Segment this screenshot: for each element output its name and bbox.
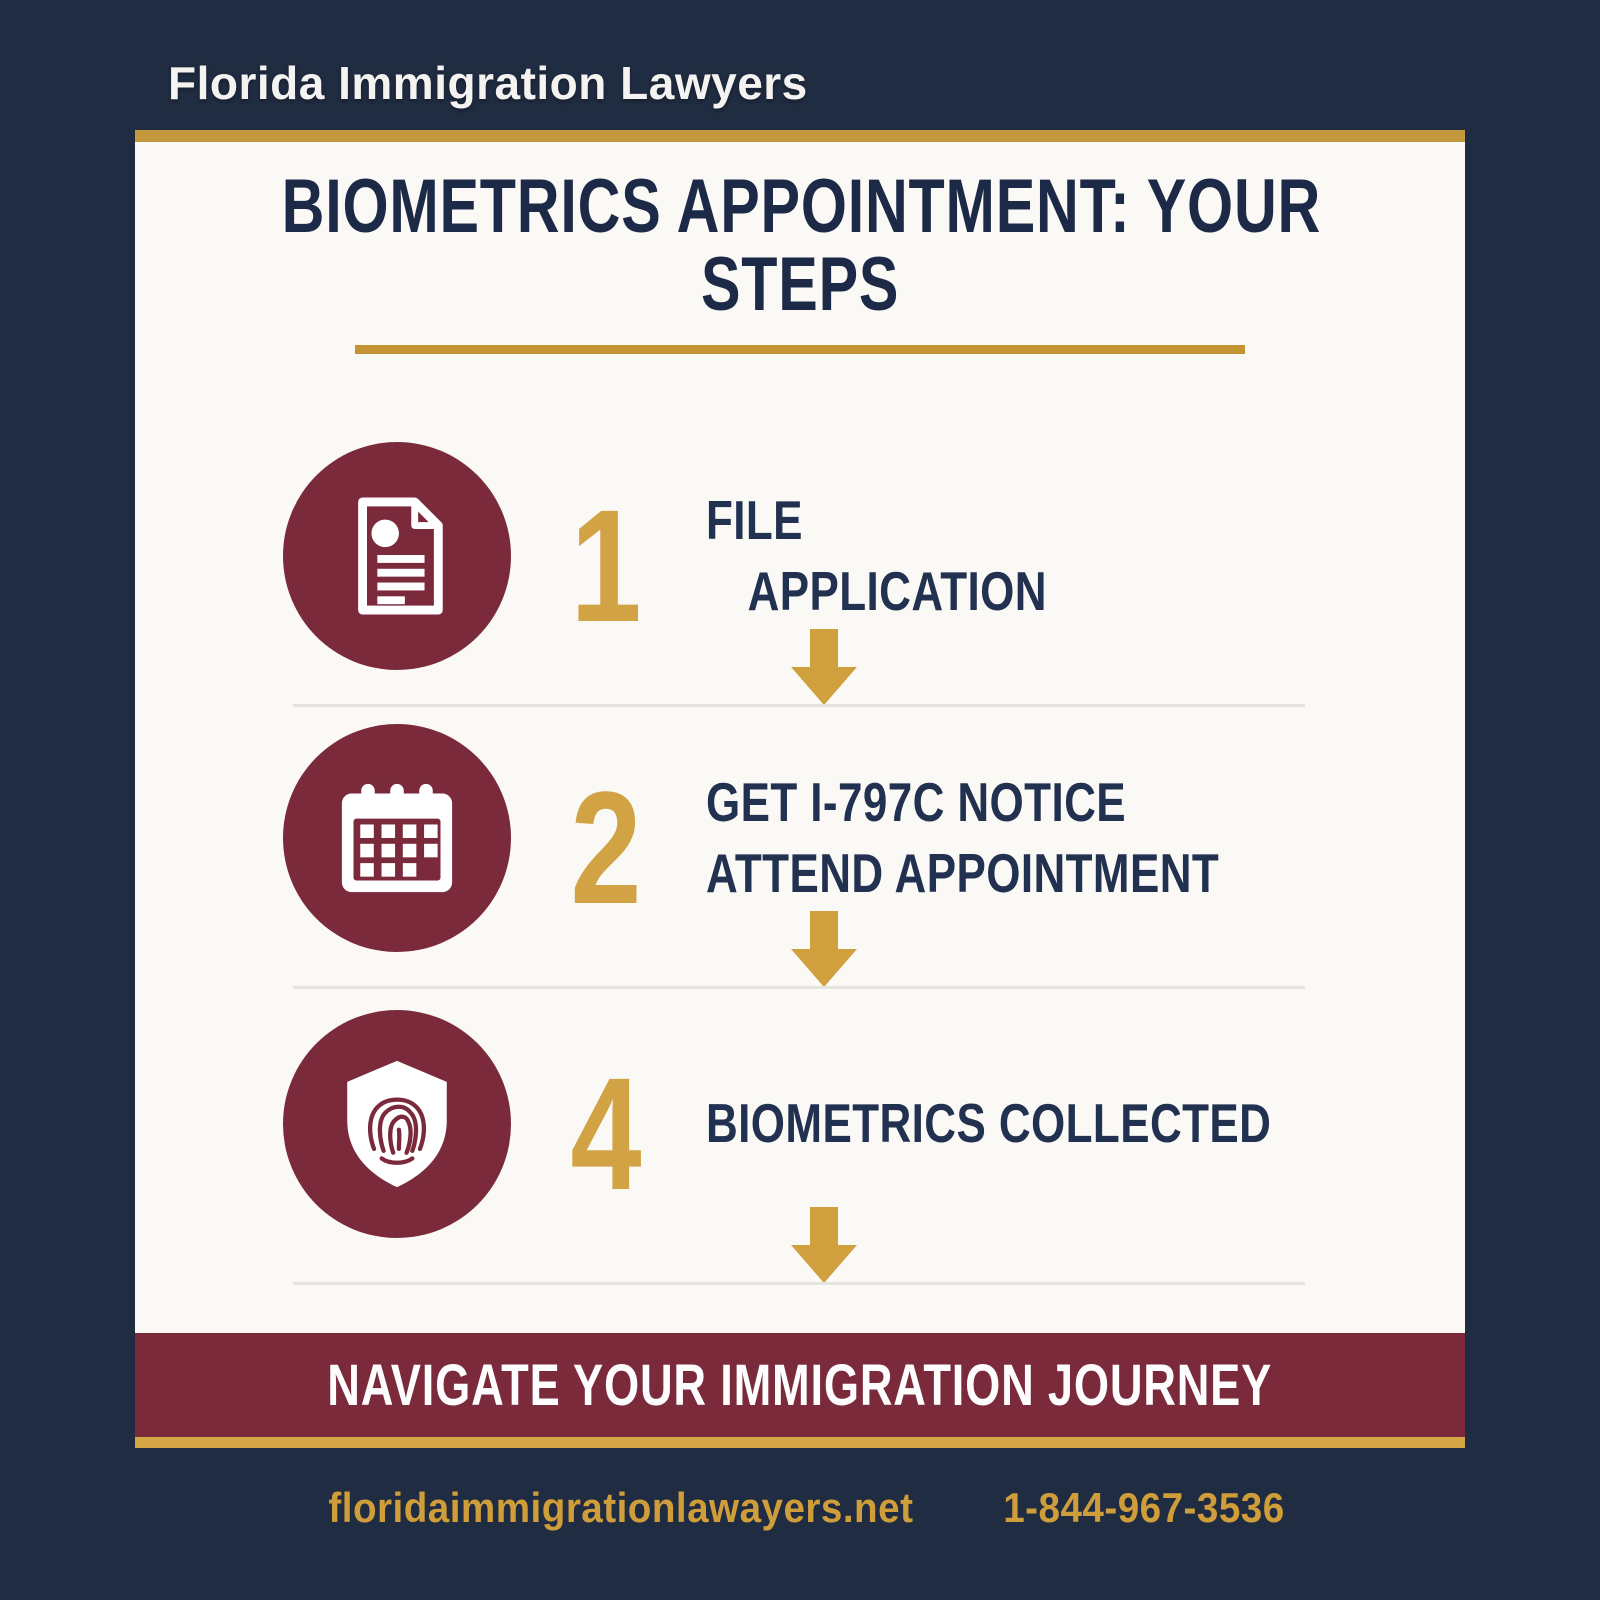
card-bottom-gold-bar [135,1437,1465,1448]
brand-title: Florida Immigration Lawyers [168,57,808,109]
step-1-row: 1 FILE APPLICATION [283,442,1132,670]
step-divider [293,1282,1305,1285]
footer-contact: floridaimmigrationlawayers.net 1-844-967… [0,1484,1600,1532]
card-body: BIOMETRICS APPOINTMENT: YOUR STEPS [135,142,1465,1333]
step-3-label: BIOMETRICS COLLECTED [706,1088,1271,1160]
step-2-label-line-2: ATTEND APPOINTMENT [706,842,1220,904]
down-arrow-icon [791,1207,857,1283]
step-2-row: 2 GET I-797C NOTICE ATTEND APPOINTMENT [283,724,1347,952]
step-2-label-line-1: GET I-797C NOTICE [706,770,1126,833]
step-2-icon-circle [283,724,511,952]
step-1-icon-circle [283,442,511,670]
page-title-line-1: BIOMETRICS APPOINTMENT: YOUR [281,164,1322,249]
document-icon [358,497,443,615]
step-1-label-line-1: FILE [706,488,803,551]
step-3-icon-circle [283,1010,511,1238]
content-card: BIOMETRICS APPOINTMENT: YOUR STEPS [135,130,1465,1448]
page-title-line-2: STEPS [700,242,900,327]
fingerprint-shield-icon [347,1060,447,1188]
step-3-number: 4 [570,1044,642,1223]
down-arrow-icon [791,629,857,705]
step-3-label-line-1: BIOMETRICS COLLECTED [706,1092,1272,1155]
step-2-label: GET I-797C NOTICE ATTEND APPOINTMENT [706,767,1219,910]
step-1-number: 1 [570,476,642,655]
footer-website: floridaimmigrationlawayers.net [328,1484,914,1531]
card-top-gold-bar [135,130,1465,142]
step-divider [293,986,1305,989]
down-arrow-icon [791,911,857,987]
footer-phone: 1-844-967-3536 [1003,1484,1285,1531]
bottom-banner-text: NAVIGATE YOUR IMMIGRATION JOURNEY [327,1352,1273,1418]
title-underline [355,345,1245,354]
step-2-number: 2 [570,758,642,937]
step-1-label: FILE APPLICATION [706,485,1047,628]
step-3-row: 4 BIOMETRICS COLLECTED [283,1010,1413,1238]
calendar-icon [341,783,453,893]
page-title: BIOMETRICS APPOINTMENT: YOUR STEPS [135,168,1465,324]
bottom-banner: NAVIGATE YOUR IMMIGRATION JOURNEY [135,1333,1465,1437]
step-1-label-line-2: APPLICATION [747,560,1047,622]
step-divider [293,704,1305,707]
